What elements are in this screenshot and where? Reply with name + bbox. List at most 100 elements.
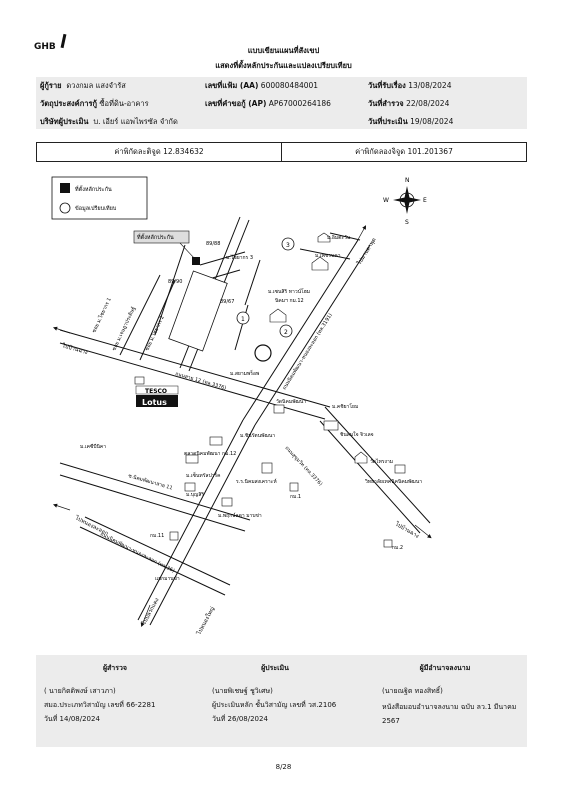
compass-e: E xyxy=(423,197,427,204)
longitude: ค่าพิกัดลองจิจูด 101.201367 xyxy=(355,147,453,156)
direction-arrows xyxy=(53,225,432,627)
appraiser-date: วันที่ 26/08/2024 xyxy=(212,715,268,723)
borrower-value: ดวงกมล แสงจำรัส xyxy=(66,81,126,90)
approver-title: ผู้มีอำนาจลงนาม xyxy=(419,664,471,672)
label-road-soi12: ถนนสาย 12 (ทล.3376) xyxy=(174,371,226,391)
purpose-label: วัตถุประสงค์การกู้ xyxy=(40,99,98,108)
label-to-maptaphut: ไปมาบตาพุด xyxy=(355,236,378,267)
label-school-kt: วิทยาลัยเทคนิคนิคมพัฒนา xyxy=(365,478,422,485)
tesco-text: TESCO xyxy=(145,388,167,395)
borrower-label: ผู้กู้ราย xyxy=(40,81,62,90)
label-soi-nikom11: ซ.นิคมพัฒนาสาย 11 xyxy=(127,472,173,491)
appraisal-label: วันที่ประเมิน xyxy=(368,117,408,126)
label-km2: กม.2 xyxy=(392,545,403,551)
request-no-label: เลขที่คำขอกู้ (AP) xyxy=(205,99,267,108)
label-school-nikom: ร.ร.นิคมสงเคราะห์ xyxy=(236,478,277,485)
request-no-value: AP67000264186 xyxy=(268,99,331,108)
label-to-banchang: ไปบ้านฉาง xyxy=(60,342,88,356)
label-maekha-cross: แยกมาบข่า xyxy=(155,576,180,582)
label-ihoompet: ม.อิ่มตะวัน xyxy=(327,234,351,241)
comparable-legend-icon xyxy=(59,202,71,214)
signature-panel xyxy=(36,655,527,747)
approver-note: หนังสือมอบอำนาจลงนาม ฉบับ ลว.1 มีนาคม 25… xyxy=(382,703,517,725)
label-bunsiri: ม.บุญสิริ xyxy=(186,491,204,498)
label-road-sukhumvit: ถนนสุขุมวิท (ทล.3376) xyxy=(284,445,325,488)
legend-comparable: ข้อมูลเปรียบเทียบ xyxy=(75,205,117,212)
appraisal-row: วันที่ประเมิน 19/08/2024 xyxy=(368,116,453,128)
comparable-2-marker xyxy=(279,324,293,338)
label-khatiya: ม.คชิยาโยม xyxy=(332,403,358,410)
label-road-nikompattana: ถนนนิคมพัฒนา-หนองละลอก (ทล.3191) xyxy=(281,312,334,391)
page-title: แบบเขียนแผนที่สังเขป xyxy=(247,46,320,55)
compass-n: N xyxy=(405,177,410,184)
label-chanhiri: ม.เซนสิริ ทาวน์โฮม xyxy=(268,288,310,295)
comparable-1-number: 1 xyxy=(241,316,245,323)
file-no-row: เลขที่แฟ้ม (AA) 600080484001 xyxy=(205,80,318,92)
collateral-callout xyxy=(133,230,190,244)
appraiser-license: ผู้ประเมินหลัก ชั้นวิสามัญ เลขที่ วส.210… xyxy=(212,701,337,709)
lot-89-90: 89/90 xyxy=(168,279,182,285)
compass-s: S xyxy=(405,219,409,226)
collateral-marker xyxy=(192,257,200,265)
company-value: บ. เอียร์ แอพไพรซัล จำกัด xyxy=(93,117,178,126)
received-row: วันที่รับเรื่อง 13/08/2024 xyxy=(368,80,451,92)
ghb-logo: GHB xyxy=(34,42,56,52)
label-petnakha: ม.เพชรนคา xyxy=(315,253,341,259)
company-label: บริษัทผู้ประเมิน xyxy=(40,117,89,126)
label-chintana: ชินสมใจ จิวเลจ xyxy=(340,431,374,438)
comparable-3-number: 3 xyxy=(286,242,290,249)
request-no-row: เลขที่คำขอกู้ (AP) AP67000264186 xyxy=(205,98,331,110)
house-icons xyxy=(269,232,368,464)
label-market-nikom12: ตลาดนิคมพัฒนา กม.12 xyxy=(184,450,236,457)
surveyor-title: ผู้สำรวจ xyxy=(102,664,128,672)
appraiser-name: (นายพิเชษฐ์ ชูวิเศษ) xyxy=(212,687,273,695)
label-pruksa: ม.พฤกษ์ลดา มาบข่า xyxy=(218,512,262,519)
tesco-lotus-logo: TESCO Lotus xyxy=(135,385,179,407)
collateral-callout-label: ที่ตั้งหลักประกัน xyxy=(137,233,174,241)
survey-row: วันที่สำรวจ 22/08/2024 xyxy=(368,98,449,110)
label-km1: กม.1 xyxy=(290,494,301,500)
landmark-icons xyxy=(134,344,406,548)
label-to-banchang-2: ไปบ้านฉาง xyxy=(393,520,420,540)
label-chaiyakorn3: ม.ไชยากร 3 xyxy=(226,254,253,261)
company-row: บริษัทผู้ประเมิน บ. เอียร์ แอพไพรซัล จำก… xyxy=(40,116,178,128)
label-km11: กม.11 xyxy=(150,533,164,539)
label-soi-chaiyakorn2: ซอย ม.ไชยากร 2 xyxy=(143,315,165,352)
latitude: ค่าพิกัดละติจูด 12.834632 xyxy=(37,143,282,161)
label-nikom12: นิคมฯ กม.12 xyxy=(275,297,304,304)
lot-89-88: 89/88 xyxy=(206,241,220,247)
purpose-row: วัตถุประสงค์การกู้ ซื้อที่ดิน-อาคาร xyxy=(40,98,149,110)
compass-icon: N S E W xyxy=(383,177,427,226)
label-siamprop: ม.สยามพร็อพ xyxy=(230,369,259,377)
lotus-text: Lotus xyxy=(142,398,167,407)
surveyor-name: ( นายกิตติพงษ์ เสาวภา) xyxy=(44,687,116,695)
surveyor-license: สมอ.ประเภทวิสามัญ เลขที่ 66-2281 xyxy=(44,701,156,709)
label-to-nongyai: ไปหนองใหญ่ xyxy=(195,605,216,636)
received-value: 13/08/2024 xyxy=(408,81,452,90)
survey-value: 22/08/2024 xyxy=(406,99,450,108)
info-panel xyxy=(36,77,527,129)
coordinates-box: ค่าพิกัดละติจูด 12.834632 ค่าพิกัดลองจิจ… xyxy=(36,142,527,162)
appraisal-value: 19/08/2024 xyxy=(410,117,454,126)
legend-collateral: ที่ตั้งหลักประกัน xyxy=(75,185,112,193)
label-temple-nikom: วัดนิคมพัฒนา xyxy=(276,398,306,405)
label-chinarong: ม.ชินรัตนพัฒนา xyxy=(240,432,275,439)
lot-89-67: 89/67 xyxy=(220,299,234,305)
compass-w: W xyxy=(383,197,389,204)
comparable-3-marker xyxy=(281,237,295,251)
file-no-value: 600080484001 xyxy=(260,81,319,90)
comparable-1-marker xyxy=(236,311,250,325)
purpose-value: ซื้อที่ดิน-อาคาร xyxy=(99,99,149,108)
borrower-row: ผู้กู้ราย ดวงกมล แสงจำรัส xyxy=(40,80,126,92)
road-network xyxy=(59,216,431,626)
label-sirichai: ม.เซ็นทรัลปาร์ค xyxy=(186,471,220,479)
collateral-parcels xyxy=(168,257,228,352)
label-temple-maikhot: วัดไทรงาม xyxy=(370,458,393,465)
page-subtitle: แสดงที่ตั้งหลักประกันและแปลงเปรียบเทียบ xyxy=(215,61,352,70)
approver-name: (นายณฐิต ทองสิทธิ์) xyxy=(382,687,443,695)
label-soi-chaiyakorn1: ซอย ม.ไชยากร 1 xyxy=(90,297,112,334)
comparable-2-number: 2 xyxy=(284,329,288,336)
label-khao: ม.เคซีบีนิคา xyxy=(80,443,106,450)
page-number: 8/28 xyxy=(275,763,292,771)
received-label: วันที่รับเรื่อง xyxy=(368,81,406,90)
